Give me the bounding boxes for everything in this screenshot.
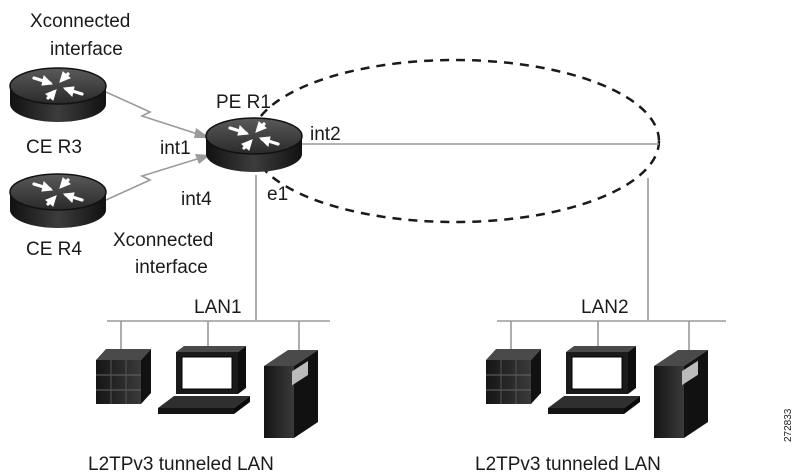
lan2-label: LAN2 [581, 297, 629, 318]
tunneled-lan-label-left: L2TPv3 tunneled LAN [88, 454, 274, 474]
serial-link-ce-r4 [105, 154, 211, 201]
int2-label: int2 [310, 124, 341, 145]
tunneled-lan-label-right: L2TPv3 tunneled LAN [475, 454, 661, 474]
pe-r1-label: PE R1 [216, 92, 271, 113]
serial-link-ce-r3 [105, 91, 211, 139]
xconnected-label-bottom: Xconnected [113, 230, 213, 251]
tower-server-icon [264, 350, 318, 438]
lan1-label: LAN1 [194, 297, 242, 318]
int4-label: int4 [181, 189, 212, 210]
serial-link-ce-r4-arrow [195, 154, 210, 164]
workstation-icon [158, 346, 250, 414]
server-icon [96, 349, 151, 404]
interface-label-bottom: interface [135, 257, 208, 278]
workstation-icon [548, 346, 640, 414]
figure-id: 272833 [783, 408, 794, 442]
ce-r3-label: CE R3 [26, 137, 82, 158]
e1-label: e1 [267, 184, 288, 205]
router-icon [8, 172, 108, 230]
interface-label-top: interface [50, 39, 123, 60]
server-icon [486, 349, 541, 404]
int1-label: int1 [160, 138, 191, 159]
tower-server-icon [654, 350, 708, 438]
router-icon [8, 66, 108, 124]
ce-r4-label: CE R4 [26, 239, 82, 260]
xconnected-label-top: Xconnected [30, 11, 130, 32]
router-icon [204, 116, 304, 174]
